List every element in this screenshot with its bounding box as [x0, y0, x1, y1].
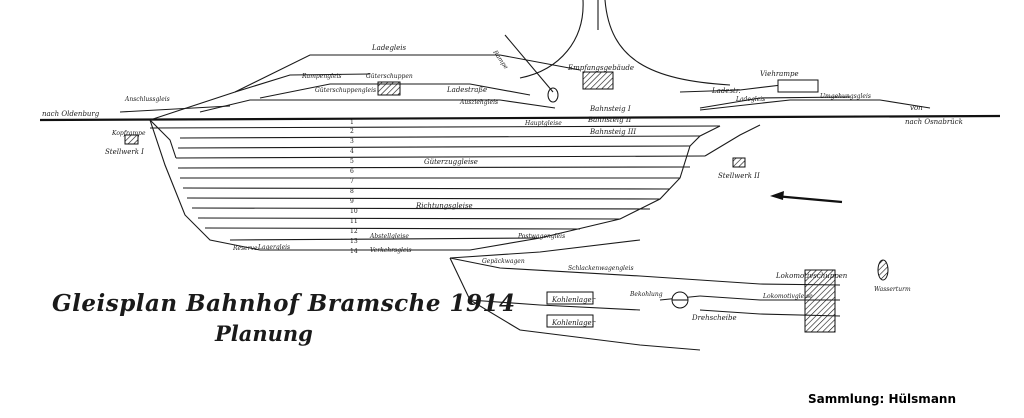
label-kohlenlager-1: Kohlenlager — [551, 296, 596, 304]
label-ladegleis: Ladegleis — [371, 44, 407, 52]
buildings — [124, 34, 889, 333]
track-number: 11 — [350, 218, 358, 225]
label-kopframpe: Kopframpe — [111, 130, 146, 137]
label-gepaeckwagen: Gepäckwagen — [482, 258, 525, 265]
label-stellwerk-1: Stellwerk I — [105, 148, 144, 156]
label-gueterzuggleise: Güterzuggleise — [424, 158, 478, 166]
label-stellwerk-2: Stellwerk II — [718, 172, 760, 180]
track-number: 7 — [350, 178, 354, 185]
track-number: 12 — [350, 228, 358, 235]
track-number: 8 — [350, 188, 354, 195]
label-empfangsgebaeude: Empfangsgebäude — [567, 64, 634, 72]
collection-credit: Sammlung: Hülsmann — [807, 392, 956, 406]
track-number: 13 — [350, 238, 358, 245]
wasserturm-building — [877, 259, 889, 281]
yard-tracks — [149, 119, 761, 251]
track-number: 14 — [350, 248, 358, 255]
track-number: 9 — [350, 198, 354, 205]
direction-arrow — [770, 191, 843, 204]
label-bekohlung: Bekohlung — [629, 291, 663, 298]
label-abstellgleise: Abstellgleise — [369, 233, 409, 240]
track-number: 1 — [350, 119, 354, 126]
label-drehscheibe: Drehscheibe — [691, 314, 737, 322]
label-wasserturm: Wasserturm — [874, 286, 911, 293]
track-number-labels: 1 2 3 4 5 6 7 8 9 10 11 12 13 14 — [350, 119, 358, 255]
label-bahnsteig-3: Bahnsteig III — [589, 128, 636, 136]
label-ladegleis-right: Ladegleis — [735, 96, 765, 103]
label-bahnsteig-1: Bahnsteig I — [589, 105, 631, 113]
label-lokomotivschuppen: Lokomotivschuppen — [775, 272, 848, 280]
plan-subtitle: Planung — [215, 321, 313, 346]
label-ladestrasse: Ladestraße — [446, 86, 487, 94]
label-richtungsgleise: Richtungsgleise — [415, 202, 473, 210]
label-postwagengleis: Postwagengleis — [517, 233, 565, 240]
main-line — [39, 114, 1001, 129]
kohlenlager-2-building — [546, 314, 594, 328]
label-reserve: Reserve — [232, 245, 258, 252]
access-road — [504, 34, 554, 93]
label-umgehungsgleis: Umgehungsgleis — [820, 93, 871, 100]
label-rampe: Rampe — [491, 48, 510, 71]
track-number: 4 — [350, 148, 354, 155]
track-number: 2 — [350, 128, 354, 135]
label-lagergleis: Lagergleis — [257, 244, 290, 251]
label-lokomotivgleise: Lokomotivgleise — [762, 293, 813, 300]
approach-curves — [519, 0, 731, 86]
label-kohlenlager-2: Kohlenlager — [551, 319, 596, 327]
label-hauptgleise: Hauptgleise — [524, 120, 562, 127]
label-nach-osnabrueck: nach Osnabrück — [905, 118, 963, 126]
label-rampengleis: Rampengleis — [301, 73, 342, 80]
label-bahnsteig-2: Bahnsteig II — [587, 116, 632, 124]
track-number: 3 — [350, 138, 354, 145]
track-number: 5 — [350, 158, 354, 165]
gueterschuppen-building — [377, 81, 401, 96]
label-verkehrsgleis: Verkehrsgleis — [370, 247, 412, 254]
label-gueterschuppengleis: Güterschuppengleis — [315, 87, 376, 94]
label-viehrampe: Viehrampe — [760, 70, 799, 78]
label-von: von — [910, 104, 923, 112]
label-anschlussgleis: Anschlussgleis — [124, 96, 170, 103]
viehrampe-building — [777, 79, 819, 93]
turntable-top — [547, 87, 559, 103]
empfangsgebaeude-building — [582, 71, 614, 90]
stellwerk-2-building — [732, 157, 746, 168]
label-nach-oldenburg: nach Oldenburg — [42, 110, 100, 118]
plan-title: Gleisplan Bahnhof Bramsche 1914 — [52, 290, 516, 317]
label-gueterschuppen: Güterschuppen — [366, 73, 413, 80]
track-number: 10 — [350, 208, 358, 215]
label-ladestr-right: Ladestr. — [711, 87, 741, 95]
stellwerk-1-building — [124, 134, 139, 145]
kohlenlager-1-building — [546, 291, 594, 305]
lokschuppen-building — [804, 269, 836, 333]
label-schlackengleis: Schlackenwagengleis — [568, 265, 634, 272]
track-number: 6 — [350, 168, 354, 175]
label-ausziehgleis: Ausziehgleis — [459, 99, 498, 106]
diagram-labels: nach Oldenburg von nach Osnabrück Ladegl… — [42, 44, 963, 327]
